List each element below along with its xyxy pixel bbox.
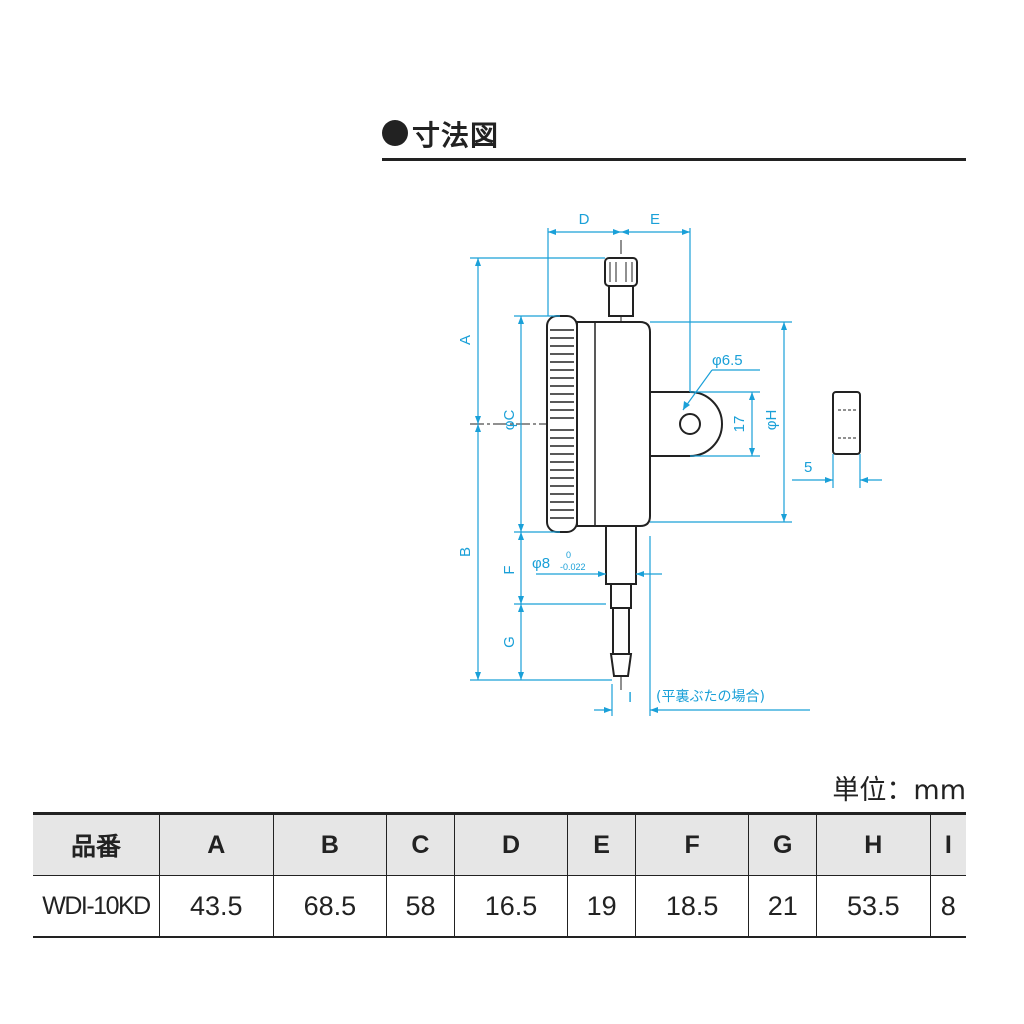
cell-i: 8 <box>929 875 966 938</box>
header-i: I <box>929 812 966 876</box>
label-stem-tol-upper: 0 <box>566 550 571 560</box>
cell-b: 68.5 <box>272 875 387 938</box>
header-c: C <box>386 812 455 876</box>
label-thickness: 5 <box>804 459 812 476</box>
spindle <box>612 607 630 655</box>
label-d: D <box>579 211 590 228</box>
cell-f: 18.5 <box>634 875 749 938</box>
stem-collar <box>610 583 632 609</box>
dimension-drawing: D E A B φC F G φ8 0 -0.022 φ6.5 17 φH <box>457 211 882 716</box>
section-title: 寸法図 <box>382 112 966 156</box>
cell-a: 43.5 <box>159 875 274 938</box>
case-body <box>576 321 651 527</box>
label-stem: φ8 <box>532 555 550 572</box>
cell-g: 21 <box>748 875 817 938</box>
spec-table: 品番 A B C D E F G H I WDI-10KD 43.5 68.5 … <box>33 812 966 938</box>
table-header-row: 品番 A B C D E F G H I <box>33 812 966 876</box>
cell-c: 58 <box>386 875 455 938</box>
section-title-text: 寸法図 <box>412 119 500 152</box>
bullet-icon <box>382 120 408 146</box>
header-h: H <box>816 812 931 876</box>
lug-hole <box>679 413 701 435</box>
cell-part-number: WDI-10KD <box>33 875 160 938</box>
header-a: A <box>159 812 274 876</box>
label-c: φC <box>501 410 518 431</box>
cell-h: 53.5 <box>816 875 931 938</box>
label-hole: φ6.5 <box>712 352 743 369</box>
label-stem-tol-lower: -0.022 <box>560 562 586 572</box>
header-d: D <box>453 812 568 876</box>
stem-sleeve <box>605 525 637 585</box>
label-note: (平裏ぶたの場合) <box>656 688 765 705</box>
label-e: E <box>650 211 660 228</box>
label-b: B <box>457 547 474 557</box>
header-part-number: 品番 <box>33 812 160 876</box>
unit-label: 単位：mm <box>832 775 966 806</box>
top-stem <box>608 285 634 317</box>
hole-leader <box>682 369 713 411</box>
bezel <box>546 315 578 533</box>
label-g: G <box>501 636 518 648</box>
label-a: A <box>457 335 474 345</box>
cell-d: 16.5 <box>453 875 568 938</box>
header-f: F <box>634 812 749 876</box>
label-f: F <box>501 565 518 574</box>
header-g: G <box>748 812 817 876</box>
contact-point <box>609 653 633 677</box>
label-lug-dim: 17 <box>731 416 748 433</box>
bezel-knurl <box>550 329 574 519</box>
header-b: B <box>272 812 387 876</box>
title-divider <box>382 158 966 161</box>
table-row: WDI-10KD 43.5 68.5 58 16.5 19 18.5 21 53… <box>33 875 966 938</box>
header-e: E <box>567 812 636 876</box>
cell-e: 19 <box>567 875 636 938</box>
label-h: φH <box>763 410 780 431</box>
side-view <box>832 391 861 455</box>
label-i: I <box>628 689 632 706</box>
